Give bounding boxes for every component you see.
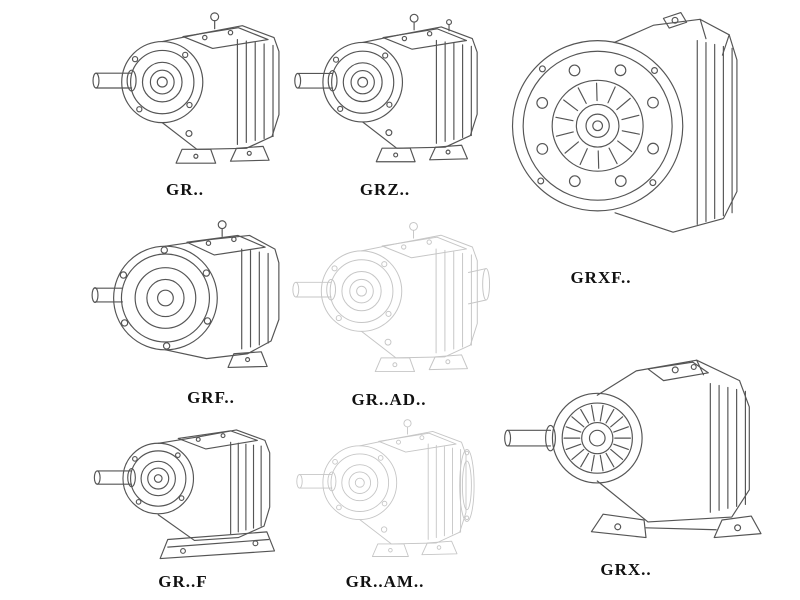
gearbox-drawing-gr-f	[93, 429, 276, 560]
gearbox-drawing-gr-am	[296, 419, 475, 557]
gearbox-drawing-gr	[92, 12, 280, 164]
gearbox-figure-grxf: GRXF..	[498, 0, 794, 288]
gearbox-drawing-gr-ad	[292, 221, 491, 373]
gearbox-label-gr-f: GR..F	[158, 572, 208, 591]
gearbox-label-gr-ad: GR..AD..	[351, 390, 427, 409]
gearbox-label-grz: GRZ..	[359, 180, 411, 199]
gearbox-label-gr: GR..	[166, 180, 204, 199]
gearbox-label-gr-am: GR..AM..	[345, 572, 425, 591]
gearbox-drawing-grxf	[511, 11, 738, 233]
gearbox-drawing-grf	[91, 220, 280, 369]
gearbox-figure-grx: GRX..	[498, 290, 794, 580]
gearbox-drawing-grx	[504, 359, 762, 539]
gearbox-figure-gr-f: GR..F	[84, 408, 282, 592]
gearbox-figure-gr-am: GR..AM..	[284, 408, 486, 592]
gearbox-label-grf: GRF..	[187, 388, 235, 407]
gearbox-figure-grz: GRZ..	[288, 0, 482, 200]
gearbox-label-grxf: GRXF..	[570, 268, 632, 287]
gearbox-label-grx: GRX..	[600, 560, 652, 579]
gearbox-figure-gr: GR..	[86, 0, 284, 200]
gearbox-figure-gr-ad: GR..AD..	[286, 208, 492, 410]
gearbox-figure-grf: GRF..	[86, 210, 284, 408]
gearbox-drawing-grz	[294, 13, 478, 163]
